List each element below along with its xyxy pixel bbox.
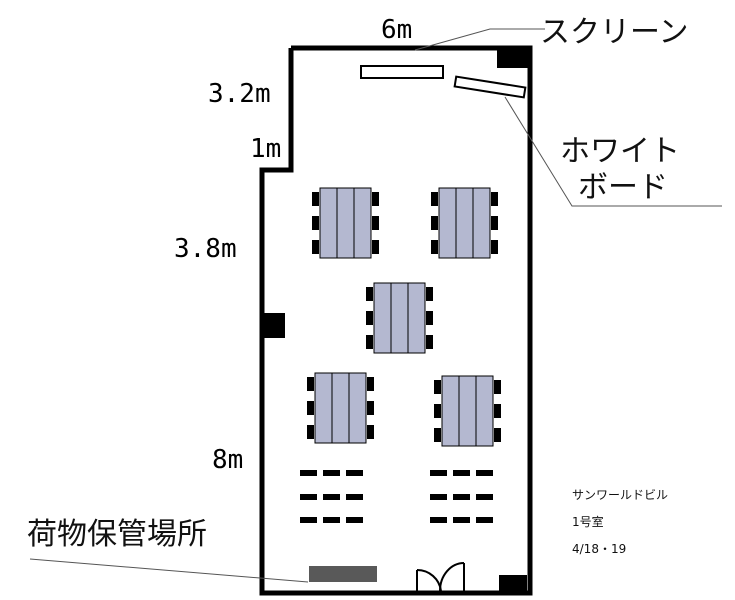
chair	[312, 240, 319, 254]
chair	[453, 517, 470, 523]
chair	[300, 470, 317, 476]
dimension-upper-left: 3.2m	[208, 79, 271, 109]
room-number: 1号室	[572, 514, 604, 529]
chair	[372, 240, 379, 254]
chair	[491, 240, 498, 254]
whiteboard-label-line2: ボード	[578, 170, 668, 205]
chair	[453, 470, 470, 476]
screen-leader-line	[414, 28, 545, 51]
dimension-middle-left: 3.8m	[174, 234, 237, 264]
dimension-top-width: 6m	[381, 15, 412, 45]
chair	[346, 517, 363, 523]
chair	[494, 380, 501, 394]
table	[319, 187, 338, 259]
pillar-left	[262, 313, 285, 338]
table-group-3	[366, 282, 433, 354]
table	[331, 372, 350, 444]
chair	[346, 494, 363, 500]
chair	[491, 192, 498, 206]
table	[472, 187, 491, 259]
chair	[366, 287, 373, 301]
table	[458, 375, 477, 447]
chair	[312, 216, 319, 230]
chair	[494, 404, 501, 418]
chair-rows-left	[300, 470, 363, 523]
chair-rows-right	[430, 470, 493, 523]
event-dates: 4/18・19	[572, 542, 626, 556]
table	[353, 187, 372, 259]
chair	[300, 517, 317, 523]
table	[373, 282, 392, 354]
chair	[430, 470, 447, 476]
whiteboard-label-line1: ホワイト	[560, 134, 680, 169]
chair	[431, 240, 438, 254]
chair	[426, 287, 433, 301]
screen	[360, 65, 444, 79]
chair	[431, 216, 438, 230]
chair	[366, 335, 373, 349]
chair	[323, 470, 340, 476]
chair	[434, 428, 441, 442]
chair	[372, 192, 379, 206]
chair	[307, 401, 314, 415]
table	[455, 187, 474, 259]
table	[407, 282, 426, 354]
table	[390, 282, 409, 354]
chair	[434, 404, 441, 418]
building-name: サンワールドビル	[572, 488, 668, 502]
storage-label: 荷物保管場所	[27, 517, 207, 552]
dimension-step: 1m	[250, 134, 281, 164]
chair	[346, 470, 363, 476]
chair	[476, 470, 493, 476]
table	[314, 372, 333, 444]
chair	[426, 311, 433, 325]
chair	[453, 494, 470, 500]
pillar-bottom-right	[499, 575, 527, 593]
table-group-1	[312, 187, 379, 259]
chair	[372, 216, 379, 230]
table-group-4	[307, 372, 374, 444]
chair	[307, 377, 314, 391]
chair	[430, 494, 447, 500]
chair	[430, 517, 447, 523]
table-group-5	[434, 375, 501, 447]
table	[336, 187, 355, 259]
chair	[431, 192, 438, 206]
chair	[367, 401, 374, 415]
storage-leader-line	[29, 558, 309, 583]
chair	[366, 311, 373, 325]
chair	[307, 425, 314, 439]
dimension-lower-left: 8m	[212, 445, 243, 475]
chair	[434, 380, 441, 394]
chair	[300, 494, 317, 500]
whiteboard	[453, 75, 527, 99]
chair	[367, 425, 374, 439]
chair	[323, 494, 340, 500]
table	[475, 375, 494, 447]
chair	[491, 216, 498, 230]
chair	[494, 428, 501, 442]
table	[441, 375, 460, 447]
chair	[476, 517, 493, 523]
chair	[323, 517, 340, 523]
chair	[426, 335, 433, 349]
table-group-2	[431, 187, 498, 259]
table	[438, 187, 457, 259]
storage-area	[309, 566, 377, 582]
chair	[312, 192, 319, 206]
screen-label: スクリーン	[540, 15, 689, 50]
pillar-top-right	[497, 48, 530, 68]
table	[348, 372, 367, 444]
chair	[367, 377, 374, 391]
entrance-door	[416, 562, 465, 592]
whiteboard-leader-line	[504, 96, 722, 207]
chair	[476, 494, 493, 500]
